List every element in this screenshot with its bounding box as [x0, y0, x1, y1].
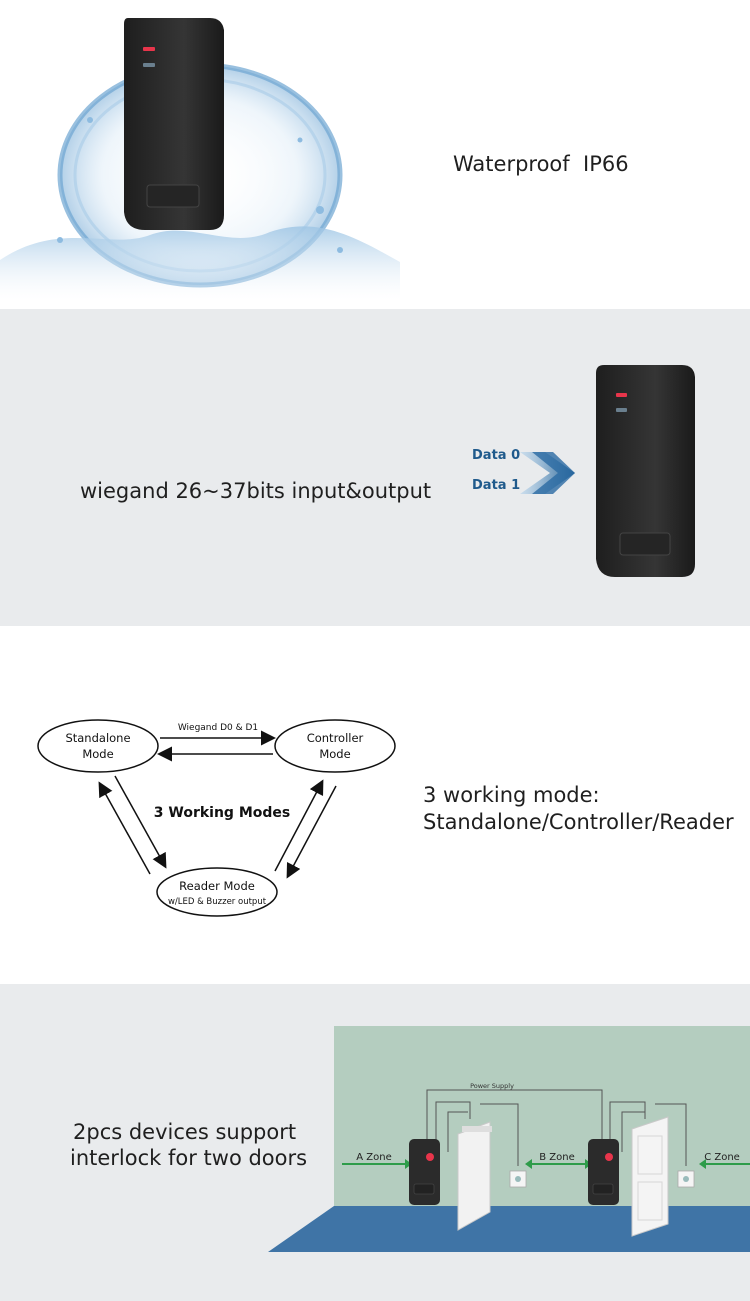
modes-section: Standalone Mode Controller Mode Reader M…: [0, 626, 750, 984]
door-2: [631, 1116, 669, 1237]
zone-c-arrow: [699, 1159, 750, 1169]
zone-a-label: A Zone: [356, 1152, 391, 1163]
data1-label: Data 1: [472, 478, 520, 493]
water-splash: [0, 226, 400, 300]
wiegand-link-label: Wiegand D0 & D1: [178, 723, 258, 733]
led-green-icon: [143, 63, 155, 67]
standalone-label: Standalone: [65, 731, 130, 745]
working-modes-title: 3 Working Modes: [154, 805, 290, 821]
floor: [268, 1206, 750, 1252]
modes-caption-line2: Standalone/Controller/Reader: [423, 810, 734, 834]
waterproof-caption: Waterproof IP66: [453, 152, 629, 176]
waterproof-illustration: [0, 18, 400, 300]
interlock-caption-line2: interlock for two doors: [70, 1146, 308, 1170]
data0-label: Data 0: [472, 448, 520, 463]
card-reader-device: [596, 365, 695, 577]
interlock-illustration: Power Supply A Zone B Zone C Zone: [268, 1026, 750, 1252]
led-green-icon: [616, 408, 627, 412]
interlock-section: 2pcs devices support interlock for two d…: [0, 984, 750, 1301]
arrow-reader-to-controller: [274, 779, 324, 872]
interlock-caption-line1: 2pcs devices support: [73, 1120, 297, 1144]
device-bottom-plate: [146, 184, 200, 208]
wall: [334, 1026, 750, 1226]
controller-mode-node: [274, 719, 396, 773]
controller-sublabel: Mode: [319, 747, 350, 761]
power-supply-label: Power Supply: [470, 1082, 514, 1090]
reader-device-2: [588, 1139, 619, 1205]
led-red-icon: [143, 47, 155, 51]
working-modes-diagram: Standalone Mode Controller Mode Reader M…: [37, 719, 396, 917]
arrow-controller-to-reader: [286, 785, 337, 879]
reader-mode-node: [156, 867, 278, 917]
wiegand-caption: wiegand 26~37bits input&output: [80, 479, 432, 503]
zone-c-label: C Zone: [704, 1152, 740, 1163]
device-bottom-plate: [619, 532, 671, 556]
reader-label: Reader Mode: [179, 879, 255, 893]
power-wiring: [426, 1089, 687, 1166]
waterproof-section: Waterproof IP66: [0, 0, 750, 309]
reader-device-1: [409, 1139, 440, 1205]
card-reader-device: [124, 18, 224, 230]
led-red-icon: [616, 393, 627, 397]
zone-b-label: B Zone: [539, 1152, 575, 1163]
modes-caption-line1: 3 working mode:: [423, 783, 600, 807]
wiegand-section: wiegand 26~37bits input&output Data 0 Da…: [0, 309, 750, 626]
arrow-reader-to-standalone: [98, 781, 151, 875]
reader-sublabel: w/LED & Buzzer output: [168, 897, 267, 907]
door-1: [457, 1121, 492, 1231]
standalone-sublabel: Mode: [82, 747, 113, 761]
zone-a-arrow: [342, 1159, 412, 1169]
controller-label: Controller: [307, 731, 364, 745]
data-flow-arrow-icon: [520, 452, 575, 494]
standalone-mode-node: [37, 719, 159, 773]
wiegand-illustration: Data 0 Data 1: [472, 365, 695, 577]
arrow-standalone-to-reader: [114, 775, 167, 869]
